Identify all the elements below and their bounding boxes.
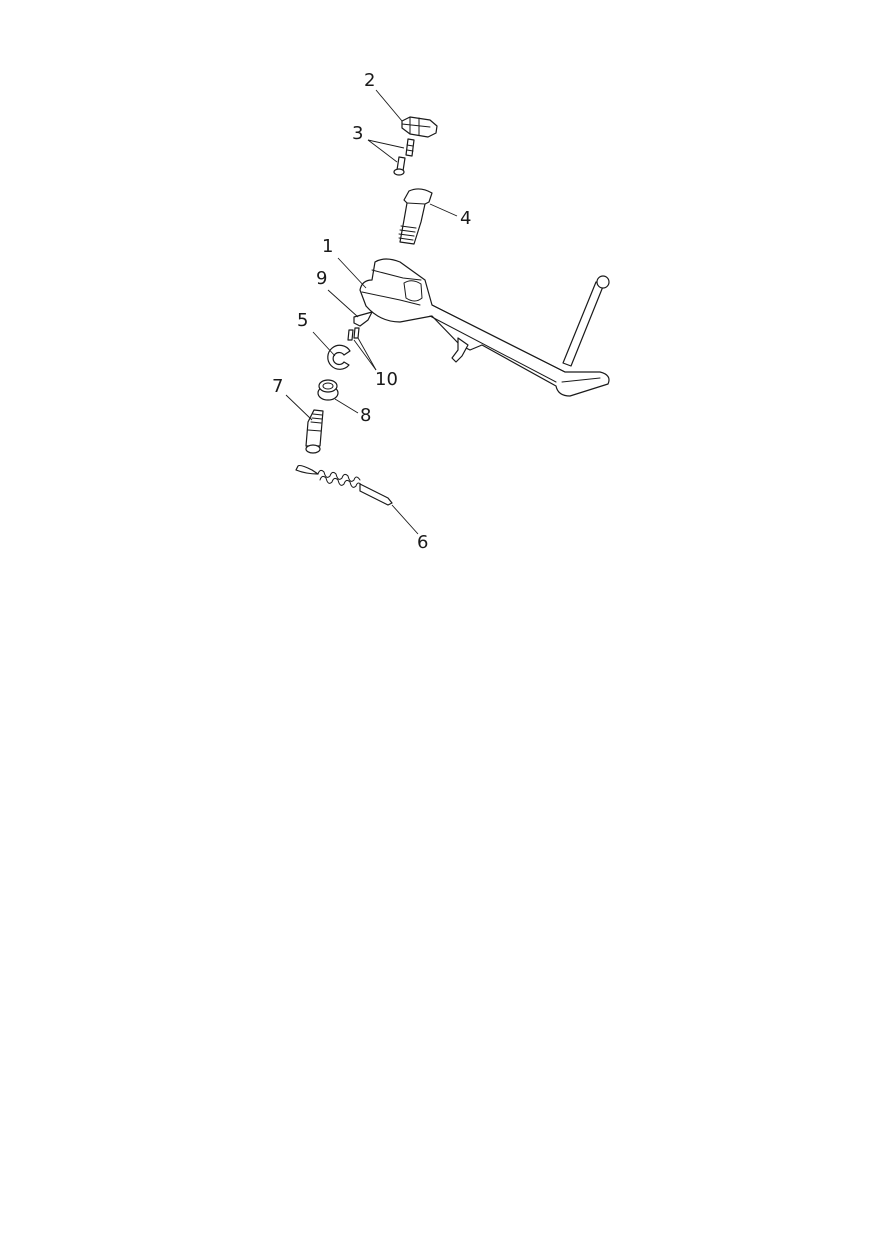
callout-2: 2: [364, 70, 375, 91]
callout-6: 6: [417, 532, 428, 553]
callout-3: 3: [352, 123, 363, 144]
part-9-clip: [353, 311, 373, 327]
leader-2: [375, 89, 403, 122]
part-1-side-stand: [359, 258, 610, 397]
callout-4: 4: [460, 208, 471, 229]
leader-10a: [353, 339, 377, 371]
leader-7: [285, 394, 313, 421]
callout-labels: 2 3 4 1 9 5 10 7 8 6: [272, 70, 471, 553]
part-4-pivot-bolt: [398, 188, 433, 245]
part-8-bush: [317, 379, 339, 401]
leader-3a: [367, 139, 405, 149]
leader-10b: [357, 337, 377, 371]
part-5-circlip: [327, 344, 351, 370]
callout-8: 8: [360, 405, 371, 426]
part-10-pins: [347, 327, 360, 341]
callout-5: 5: [297, 310, 308, 331]
leader-lines: [285, 89, 458, 535]
leader-8: [334, 398, 359, 414]
callout-1: 1: [322, 236, 333, 257]
callout-9: 9: [316, 268, 327, 289]
leader-9: [327, 289, 359, 318]
callout-10: 10: [375, 369, 398, 390]
leader-3b: [367, 139, 398, 163]
callout-7: 7: [272, 376, 283, 397]
leader-4: [429, 203, 458, 217]
part-3-screws: [393, 138, 415, 176]
leader-6: [391, 504, 419, 535]
leader-5: [312, 331, 336, 357]
part-6-spring: [295, 464, 393, 506]
leader-1: [337, 257, 367, 289]
part-7-spring-post: [305, 409, 324, 454]
part-2-knob: [401, 116, 438, 138]
